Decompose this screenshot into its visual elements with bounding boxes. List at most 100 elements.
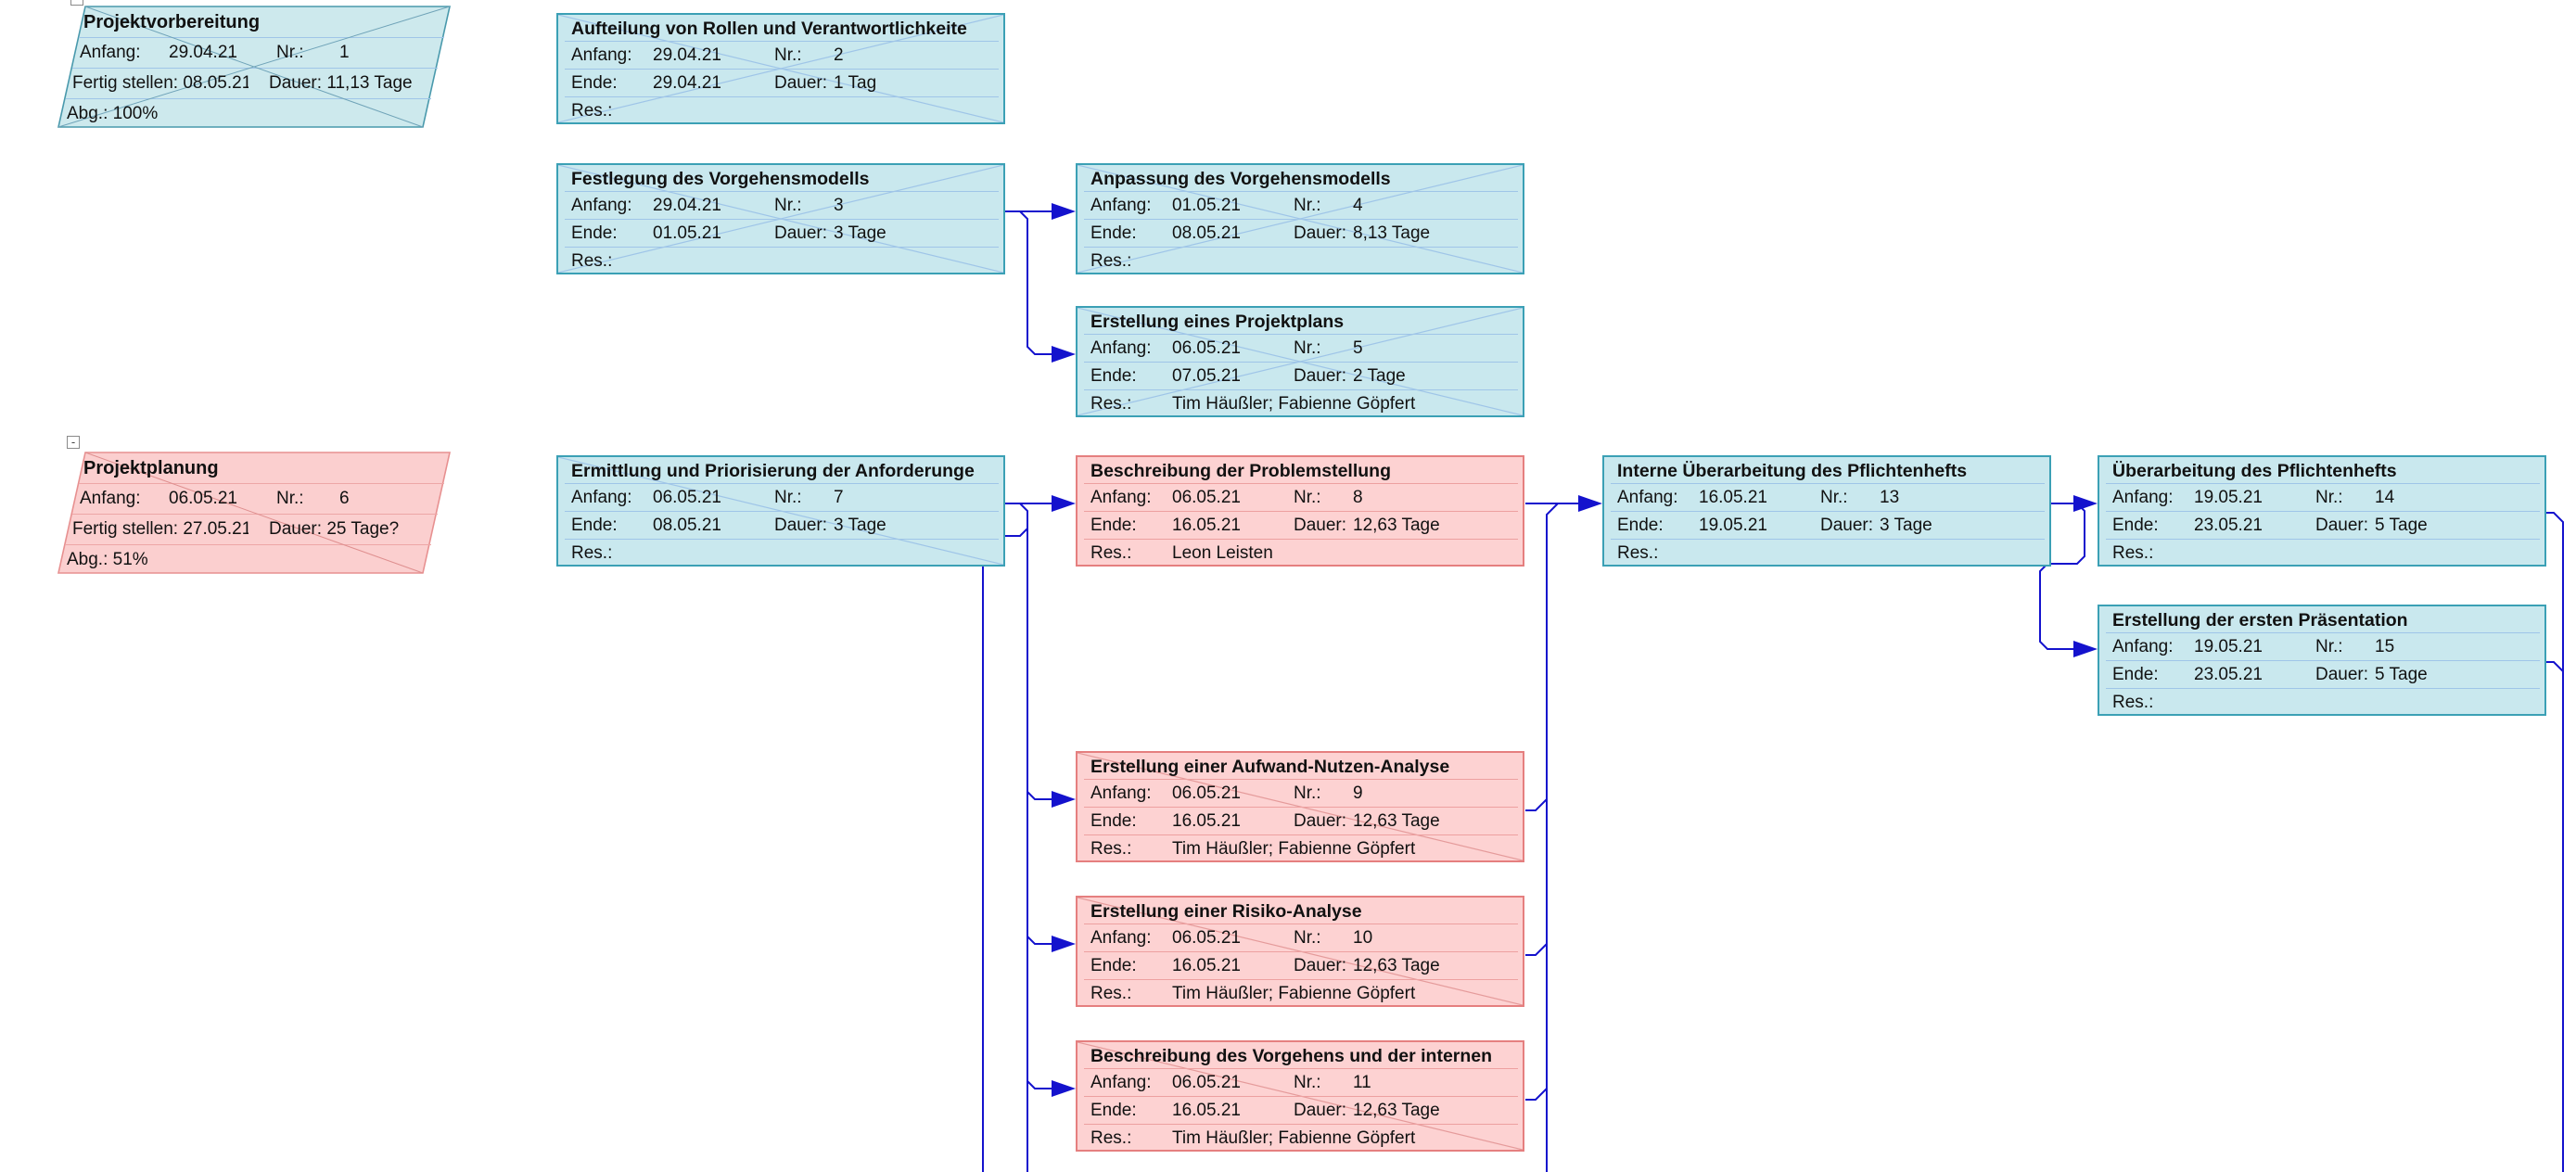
summary-row: Anfang: 06.05.21 Nr.: 6: [80, 484, 350, 513]
field-value: 1: [339, 43, 350, 62]
summary-title: Projektvorbereitung: [83, 12, 261, 32]
summary-row: Anfang:29.04.21 Nr.:1: [80, 38, 350, 67]
field-value: 7: [834, 488, 844, 507]
task-node-8[interactable]: Beschreibung der Problemstellung Anfang:…: [1076, 455, 1524, 567]
field-label: Dauer:: [269, 73, 323, 93]
field-value: 01.05.21: [653, 223, 721, 243]
task-title: Beschreibung des Vorgehens und der inter…: [1084, 1042, 1518, 1069]
field-value: 3 Tage: [834, 223, 886, 243]
field-label: Anfang:: [1090, 196, 1152, 215]
task-node-11[interactable]: Beschreibung des Vorgehens und der inter…: [1076, 1040, 1524, 1152]
field-value: 51%: [112, 550, 148, 569]
task-title: Erstellung der ersten Präsentation: [2106, 606, 2540, 633]
arrowhead-icon: [1052, 791, 1076, 808]
field-value: 12,63 Tage: [1353, 516, 1440, 535]
field-label: Nr.:: [276, 43, 304, 62]
field-value: 5 Tage: [2375, 665, 2428, 684]
summary-row: Abg.: 51%: [67, 545, 148, 574]
task-title: Überarbeitung des Pflichtenhefts: [2106, 457, 2540, 484]
field-value: 5: [1353, 338, 1363, 358]
field-label: Res.:: [2112, 693, 2154, 712]
field-value: 12,63 Tage: [1353, 811, 1440, 831]
field-value: 06.05.21: [1172, 338, 1241, 358]
task-row-start: Anfang:06.05.21 Nr.:7: [565, 484, 999, 512]
task-title: Erstellung einer Aufwand-Nutzen-Analyse: [1084, 753, 1518, 780]
task-row-end: Ende:16.05.21 Dauer:12,63 Tage: [1084, 1097, 1518, 1125]
field-value: 14: [2375, 488, 2395, 507]
field-label: Anfang:: [1090, 1073, 1152, 1092]
field-value: 27.05.21: [183, 519, 249, 539]
connector-3-to-4: [1002, 203, 1076, 220]
field-label: Nr.:: [276, 489, 304, 508]
field-label: Ende:: [571, 223, 618, 243]
task-node-5[interactable]: Erstellung eines Projektplans Anfang:06.…: [1076, 306, 1524, 417]
task-row-end: Ende:16.05.21 Dauer:12,63 Tage: [1084, 512, 1518, 540]
task-title: Festlegung des Vorgehensmodells: [565, 165, 999, 192]
field-label: Nr.:: [1820, 488, 1848, 507]
task-title: Erstellung eines Projektplans: [1084, 308, 1518, 335]
summary-node-projektplanung[interactable]: Projektplanung Anfang:06.05.21 Nr.:6 Fer…: [57, 452, 452, 574]
task-row-res: Res.:Leon Leisten: [1084, 540, 1518, 565]
task-node-13[interactable]: Interne Überarbeitung des Pflichtenhefts…: [1602, 455, 2051, 567]
field-value: 06.05.21: [1172, 783, 1241, 803]
task-row-end: Ende:23.05.21 Dauer:5 Tage: [2106, 661, 2540, 689]
field-label: Res.:: [1090, 984, 1132, 1003]
summary-node-projektvorbereitung[interactable]: Projektvorbereitung Anfang:29.04.21 Nr.:…: [57, 6, 452, 128]
field-value: 29.04.21: [653, 73, 721, 93]
task-node-3[interactable]: Festlegung des Vorgehensmodells Anfang:2…: [556, 163, 1005, 274]
task-node-9[interactable]: Erstellung einer Aufwand-Nutzen-Analyse …: [1076, 751, 1524, 862]
field-value: 3 Tage: [1880, 516, 1932, 535]
task-node-14[interactable]: Überarbeitung des Pflichtenhefts Anfang:…: [2098, 455, 2546, 567]
task-row-start: Anfang:01.05.21 Nr.:4: [1084, 192, 1518, 220]
connector-7-to-11: [1027, 1080, 1076, 1097]
task-row-start: Anfang:19.05.21 Nr.:15: [2106, 633, 2540, 661]
field-label: Res.:: [571, 251, 613, 271]
field-label: Ende:: [571, 516, 618, 535]
task-node-7[interactable]: Ermittlung und Priorisierung der Anforde…: [556, 455, 1005, 567]
field-value: 19.05.21: [2194, 637, 2263, 656]
field-value: 3: [834, 196, 844, 215]
task-node-10[interactable]: Erstellung einer Risiko-Analyse Anfang:0…: [1076, 896, 1524, 1007]
task-row-end: Ende:08.05.21 Dauer:8,13 Tage: [1084, 220, 1518, 248]
field-value: 06.05.21: [169, 489, 237, 508]
field-label: Dauer:: [1294, 516, 1347, 535]
collapse-button[interactable]: -: [67, 436, 80, 449]
field-value: 6: [339, 489, 350, 508]
field-value: 06.05.21: [653, 488, 721, 507]
field-label: Fertig stellen:: [72, 519, 179, 539]
field-value: 11,13 Tage: [326, 73, 413, 93]
task-node-15[interactable]: Erstellung der ersten Präsentation Anfan…: [2098, 605, 2546, 716]
field-value: 25 Tage?: [326, 519, 400, 539]
task-row-start: Anfang:06.05.21 Nr.:10: [1084, 924, 1518, 952]
field-value: 4: [1353, 196, 1363, 215]
task-row-start: Anfang:19.05.21 Nr.:14: [2106, 484, 2540, 512]
field-label: Anfang:: [80, 489, 141, 508]
field-value: 08.05.21: [183, 73, 249, 93]
collapse-button[interactable]: -: [70, 0, 83, 6]
task-row-end: Ende:01.05.21 Dauer:3 Tage: [565, 220, 999, 248]
summary-row: Abg.: 100%: [67, 99, 158, 128]
task-row-res: Res.:: [1084, 248, 1518, 273]
field-value: 9: [1353, 783, 1363, 803]
field-value: 13: [1880, 488, 1900, 507]
task-node-2[interactable]: Aufteilung von Rollen und Verantwortlich…: [556, 13, 1005, 124]
connector-3-to-5: [1019, 210, 1076, 363]
summary-shape: [57, 6, 451, 128]
field-label: Abg.:: [67, 550, 108, 569]
arrowhead-icon: [1052, 203, 1076, 220]
field-value: 10: [1353, 928, 1373, 948]
field-label: Anfang:: [1090, 928, 1152, 948]
task-node-4[interactable]: Anpassung des Vorgehensmodells Anfang:01…: [1076, 163, 1524, 274]
field-value: 12,63 Tage: [1353, 956, 1440, 975]
connector-7-to-9: [1027, 791, 1076, 808]
task-title: Anpassung des Vorgehensmodells: [1084, 165, 1518, 192]
field-value: 07.05.21: [1172, 366, 1241, 386]
field-label: Ende:: [2112, 665, 2159, 684]
field-value: 29.04.21: [169, 43, 237, 62]
field-value: 23.05.21: [2194, 665, 2263, 684]
field-value: 06.05.21: [1172, 488, 1241, 507]
task-row-end: Ende:16.05.21 Dauer:12,63 Tage: [1084, 808, 1518, 835]
field-label: Nr.:: [1294, 338, 1321, 358]
task-row-res: Res.:Tim Häußler; Fabienne Göpfert: [1084, 835, 1518, 860]
field-label: Dauer:: [774, 73, 828, 93]
